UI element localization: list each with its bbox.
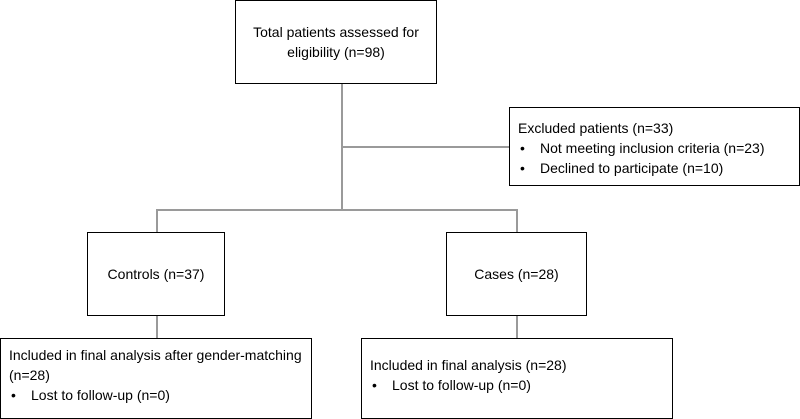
excluded-reason-item: Declined to participate (n=10) bbox=[518, 158, 791, 178]
cases-final-analysis-title: Included in final analysis (n=28) bbox=[370, 357, 567, 373]
excluded-reason-item: Not meeting inclusion criteria (n=23) bbox=[518, 138, 791, 158]
cases-final-analysis-box: Included in final analysis (n=28) Lost t… bbox=[361, 338, 673, 419]
cases-final-list: Lost to follow-up (n=0) bbox=[370, 375, 664, 395]
cases-lost-to-follow-up: Lost to follow-up (n=0) bbox=[370, 375, 664, 395]
controls-final-analysis-title: Included in final analysis after gender-… bbox=[9, 347, 302, 383]
connector-to-cases bbox=[516, 209, 518, 232]
controls-final-list: Lost to follow-up (n=0) bbox=[9, 385, 303, 405]
cases-text: Cases (n=28) bbox=[474, 266, 559, 282]
total-patients-text: Total patients assessed for eligibility … bbox=[253, 24, 419, 60]
connector-controls-to-final bbox=[156, 316, 158, 338]
controls-box: Controls (n=37) bbox=[87, 232, 225, 316]
cases-box: Cases (n=28) bbox=[446, 232, 587, 316]
excluded-patients-box: Excluded patients (n=33) Not meeting inc… bbox=[509, 107, 800, 186]
connector-cases-to-final bbox=[516, 316, 518, 338]
total-patients-box: Total patients assessed for eligibility … bbox=[235, 0, 437, 84]
excluded-reasons-list: Not meeting inclusion criteria (n=23) De… bbox=[518, 138, 791, 178]
controls-lost-to-follow-up: Lost to follow-up (n=0) bbox=[9, 385, 303, 405]
connector-to-controls bbox=[156, 209, 158, 232]
controls-text: Controls (n=37) bbox=[107, 266, 205, 282]
connector-to-excluded bbox=[341, 146, 510, 148]
excluded-patients-title: Excluded patients (n=33) bbox=[518, 120, 674, 136]
connector-split-horizontal bbox=[156, 209, 518, 211]
controls-final-analysis-box: Included in final analysis after gender-… bbox=[0, 338, 312, 419]
